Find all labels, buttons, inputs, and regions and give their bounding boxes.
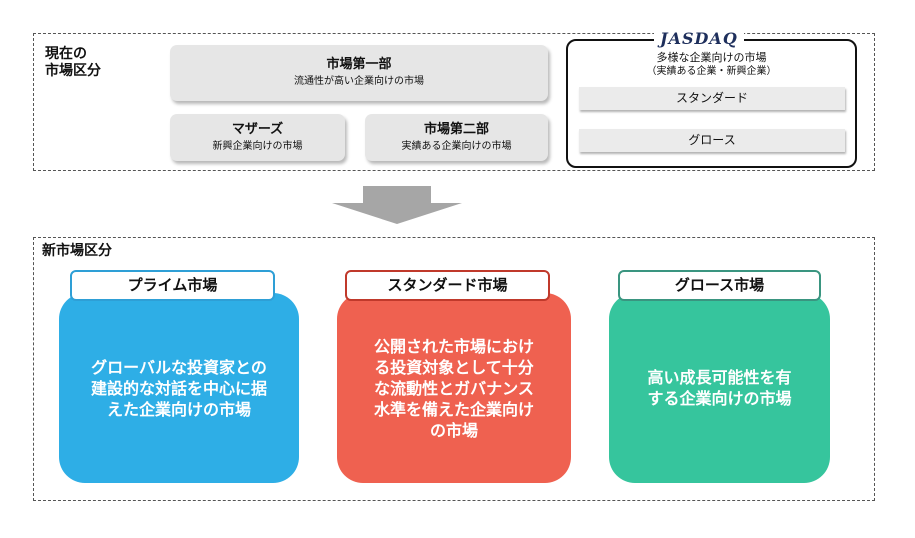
growth-market-card: 高い成長可能性を有 する企業向けの市場 <box>609 293 830 483</box>
current-market-panel <box>33 33 875 171</box>
prime-market-title: プライム市場 <box>70 270 275 301</box>
first-section-desc: 流通性が高い企業向けの市場 <box>294 76 424 87</box>
second-section-desc: 実績ある企業向けの市場 <box>401 140 512 152</box>
jasdaq-standard-box: スタンダード <box>579 87 845 110</box>
growth-market-title: グロース市場 <box>618 270 821 301</box>
jasdaq-growth-box: グロース <box>579 129 845 152</box>
prime-market-card: グローバルな投資家との 建設的な対話を中心に据 えた企業向けの市場 <box>59 293 299 483</box>
mothers-box: マザーズ 新興企業向けの市場 <box>170 114 345 161</box>
current-market-label: 現在の 市場区分 <box>45 46 101 79</box>
growth-market-desc: 高い成長可能性を有 する企業向けの市場 <box>647 368 792 408</box>
standard-market-card: 公開された市場におけ る投資対象として十分 な流動性とガバナンス 水準を備えた企… <box>337 293 571 483</box>
standard-market-desc: 公開された市場におけ る投資対象として十分 な流動性とガバナンス 水準を備えた企… <box>373 336 534 440</box>
prime-market-desc: グローバルな投資家との 建設的な対話を中心に据 えた企業向けの市場 <box>90 357 267 419</box>
mothers-desc: 新興企業向けの市場 <box>212 140 303 152</box>
new-market-panel <box>33 237 875 501</box>
down-arrow-icon <box>332 186 462 224</box>
second-section-box: 市場第二部 実績ある企業向けの市場 <box>365 114 548 161</box>
standard-market-title: スタンダード市場 <box>345 270 550 301</box>
mothers-title: マザーズ <box>231 121 284 137</box>
first-section-title: 市場第一部 <box>326 57 392 72</box>
jasdaq-desc: 多様な企業向けの市場 （実績ある企業・新興企業） <box>646 51 777 77</box>
first-section-box: 市場第一部 流通性が高い企業向けの市場 <box>170 45 548 101</box>
new-market-label: 新市場区分 <box>42 243 112 259</box>
second-section-title: 市場第二部 <box>423 121 489 137</box>
jasdaq-logo: JASDAQ <box>654 28 744 50</box>
